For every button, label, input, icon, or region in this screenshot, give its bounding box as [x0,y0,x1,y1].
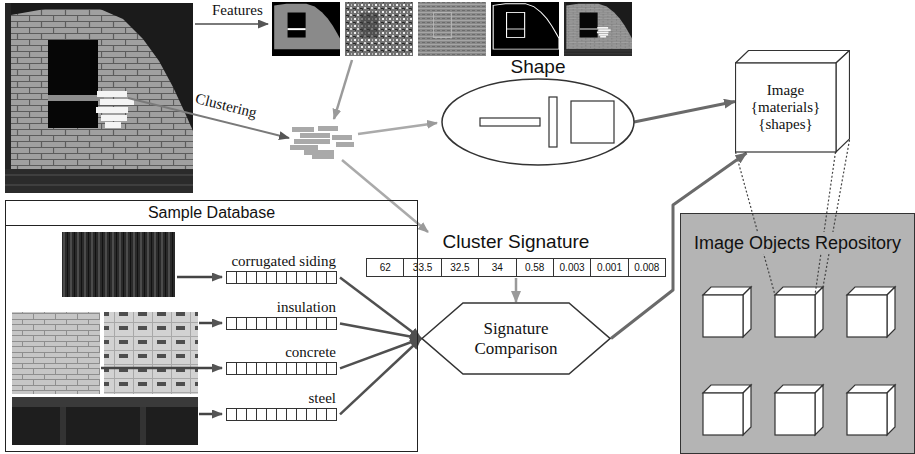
connector-arrow [340,323,421,338]
clustering-label: Clustering [194,90,259,122]
signature-cell: 0.001 [590,259,627,276]
features-arrow [195,23,268,25]
cluster-to-signature-arrow [342,160,428,232]
comparison-hexagon: Signature Comparison [421,302,611,375]
shape-ellipse: Shape [440,56,636,166]
image-cube: Image {materials} {shapes} [735,50,850,153]
features-label: Features [212,2,263,19]
sample-signature: insulation [224,298,340,331]
sample-image [62,232,175,297]
signature-table: Cluster Signature6233.532.5340.580.0030.… [366,228,666,278]
signature-array [226,408,337,421]
signature-array [226,271,337,284]
connector-arrow [340,339,421,415]
cube-text: Image {materials} {shapes} [744,82,828,133]
sample-arrow [177,276,222,279]
signature-array [226,362,337,375]
signature-cell: 0.58 [516,259,553,276]
connector-arrow [340,277,421,338]
thumbnail-window [434,13,452,38]
signature-cell: 32.5 [441,259,478,276]
hexagon-shape [422,303,610,374]
connector-arrow [340,339,421,369]
feature-thumbnail [491,2,559,56]
feature-thumbnail [272,2,340,56]
sample-arrow [199,322,222,325]
bar-shape [480,118,540,126]
hexagon-face: Signature Comparison [421,302,611,375]
cube-top [736,51,850,64]
connector-arrow [515,278,518,302]
repository-ground [680,213,915,454]
storage-dotted-lines [736,140,850,295]
stored-object-cube [847,385,895,435]
sample-image [104,312,198,394]
repository-title: Image Objects Repository [690,232,905,254]
cube-front [736,63,837,152]
signature-cell: 0.008 [628,259,665,276]
stored-object-cube [703,287,751,337]
thumbnail-window [361,13,379,38]
square-shape [571,101,614,143]
cube-face: Image {materials} {shapes} [735,63,836,152]
connector-arrow [634,102,735,123]
feature-thumbnail [564,2,632,56]
sample-database-panel: Sample Database corrugated siding insulati… [5,200,418,452]
sample-name: concrete [224,343,340,361]
sample-image [12,312,100,394]
sample-signature: concrete [224,343,340,376]
signature-row: 6233.532.5340.580.0030.0010.008 [366,258,666,277]
sample-signature: corrugated siding [224,252,340,285]
signature-array [226,317,337,330]
signature-array-cell [326,408,337,421]
stored-object-cube [703,385,751,435]
repository-box: Image Objects Repository [680,213,915,454]
sample-name: insulation [224,298,340,316]
signature-array-cell [326,362,337,375]
sample-arrow [199,413,222,416]
signature-cell: 62 [367,259,403,276]
signature-cell: 33.5 [403,259,440,276]
feature-thumbnail [418,2,486,56]
sample-arrow [101,367,222,370]
ellipse-outline [440,78,636,166]
panel-title: Sample Database [6,201,417,226]
signature-heading: Cluster Signature [366,228,666,256]
stored-object-cube [775,385,823,435]
signature-array-cell [326,271,337,284]
signature-array-cell [326,317,337,330]
signature-cell: 34 [478,259,515,276]
cluster-blob [290,126,354,159]
cluster-to-shape-arrow [358,123,437,134]
feature-thumbnail [345,2,413,56]
stored-object-cube [847,287,895,337]
wall-photo [5,3,193,193]
sample-name: corrugated siding [224,252,340,270]
shape-heading: Shape [440,56,636,78]
hexagon-text: Signature Comparison [451,319,581,358]
sample-name: steel [224,389,340,407]
sample-image [12,397,198,445]
features-to-cluster-arrow [334,60,352,119]
cube-side [836,51,850,153]
stored-object-cube [775,287,823,337]
sample-signature: steel [224,389,340,422]
signature-cell: 0.003 [553,259,590,276]
column-shape [549,97,557,147]
ellipse-shape [442,79,634,165]
